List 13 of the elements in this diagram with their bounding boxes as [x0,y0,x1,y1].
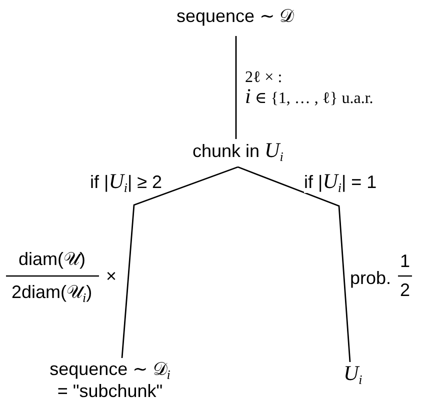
connector-line [121,166,238,358]
node-label: U$_{i}$ [344,362,362,385]
node-label: sequence ∼ 𝒟 [176,5,294,36]
fraction-numerator: 1 [400,250,410,272]
node-label: chunk in U$_{i}$ [192,139,284,167]
probability-label: prob. [350,267,392,289]
connector-line [235,36,237,139]
times-sign: × [106,265,117,287]
node-label: sequence ∼ 𝒟$_{i}$ = "subchunk" [39,358,181,402]
fraction-numerator: diam(𝒰) [18,248,86,270]
fraction-denominator: 2 [400,279,410,301]
fraction-denominator: 2diam(𝒰$_{i}$) [12,281,92,303]
connector-line [238,166,351,362]
